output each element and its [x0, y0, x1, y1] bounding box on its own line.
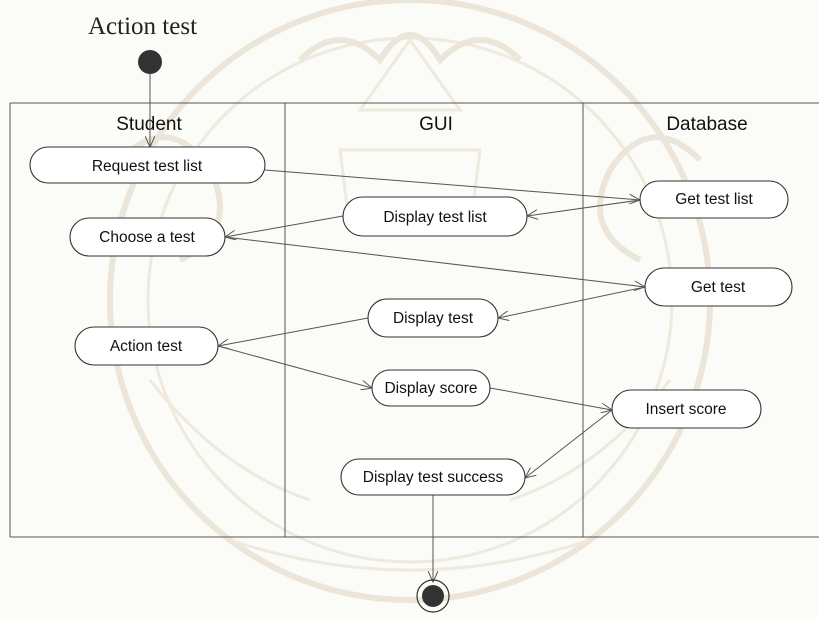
activity-display-test: Display test — [367, 298, 499, 338]
activity-display-score: Display score — [371, 369, 491, 407]
activity-display-test-success: Display test success — [340, 458, 526, 496]
activity-request-test-list: Request test list — [29, 146, 266, 184]
activity-display-test-list: Display test list — [342, 196, 528, 237]
activity-get-test-list: Get test list — [639, 180, 789, 219]
activity-choose-a-test: Choose a test — [69, 217, 226, 257]
flows — [217, 169, 646, 582]
activity-action-test: Action test — [74, 326, 219, 366]
flow-display-test-to-action-test — [218, 317, 369, 346]
activity-label: Display test list — [383, 209, 487, 226]
flow-choose-to-get-test — [224, 236, 645, 287]
activity-insert-score: Insert score — [611, 389, 762, 429]
activity-label: Request test list — [92, 158, 203, 175]
flow-display-test-list-to-choose — [225, 215, 344, 237]
flow-request-to-get-test-list — [264, 169, 640, 200]
flow-get-test-list-to-display-test-list — [527, 199, 641, 216]
flow-get-test-to-display-test — [498, 286, 646, 318]
end-node — [416, 579, 450, 613]
activity-label: Get test — [691, 279, 746, 296]
activity-label: Display test success — [363, 469, 504, 486]
activity-get-test: Get test — [644, 267, 793, 307]
activity-label: Display score — [384, 380, 477, 397]
activity-label: Choose a test — [99, 229, 195, 246]
flow-insert-score-to-display-success — [525, 409, 613, 478]
flow-action-test-to-display-score — [217, 345, 372, 388]
lane-header-student: Student — [116, 114, 182, 135]
activity-label: Insert score — [646, 401, 727, 418]
activity-label: Get test list — [675, 191, 753, 208]
activity-label: Display test — [393, 310, 474, 327]
diagram-title: Action test — [88, 13, 197, 40]
activity-label: Action test — [110, 338, 183, 355]
start-node — [138, 50, 162, 74]
flow-display-score-to-insert-score — [489, 387, 612, 410]
lane-header-database: Database — [666, 114, 747, 135]
lane-header-gui: GUI — [419, 114, 453, 135]
swimlanes — [9, 102, 819, 538]
